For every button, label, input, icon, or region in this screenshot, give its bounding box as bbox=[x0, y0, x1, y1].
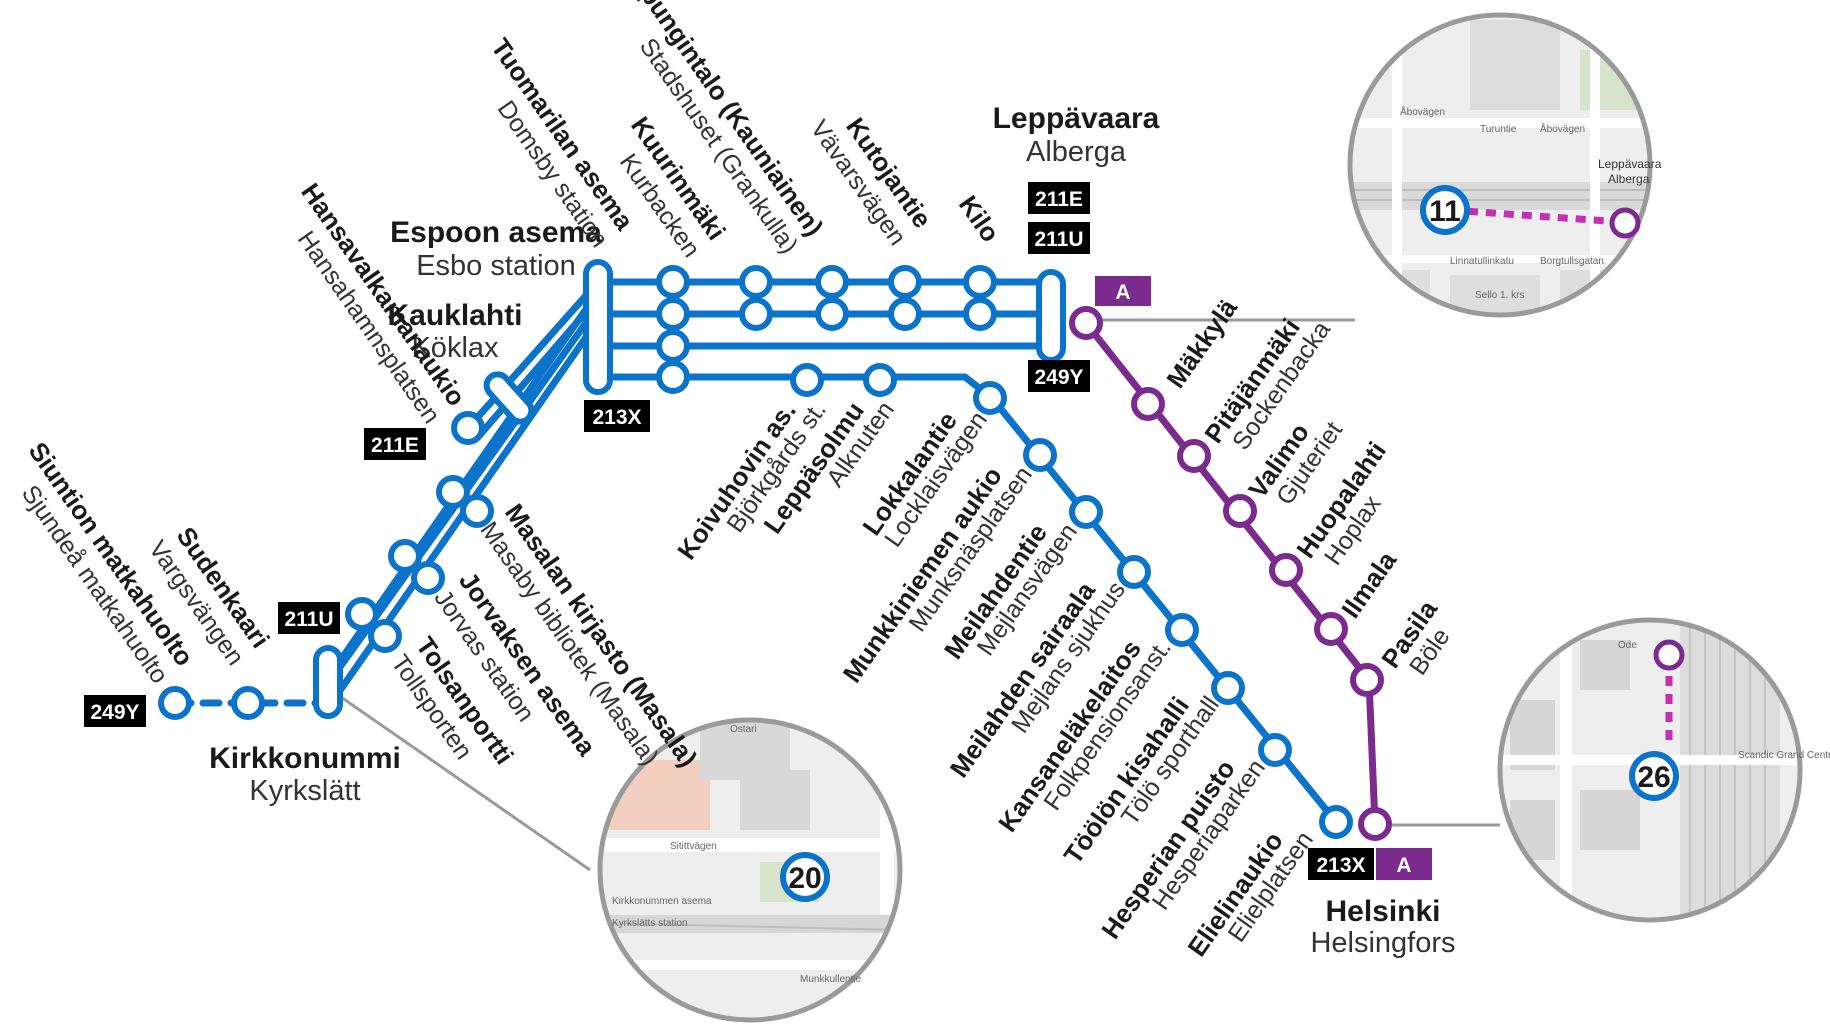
svg-text:213X: 213X bbox=[592, 406, 641, 429]
stop-number: 20 bbox=[788, 862, 821, 895]
train-marker-icon bbox=[1609, 207, 1641, 239]
street-label: Ode bbox=[1618, 640, 1637, 651]
svg-text:211U: 211U bbox=[1034, 228, 1083, 251]
stop-number: 26 bbox=[1637, 761, 1670, 794]
stop-label: Pasila Böle bbox=[1375, 594, 1455, 680]
street-label: Borgtullsgatan bbox=[1540, 256, 1604, 267]
bus-stops bbox=[158, 265, 1353, 839]
inset-place-label: Alberga bbox=[1608, 172, 1650, 186]
svg-text:211E: 211E bbox=[371, 434, 419, 457]
train-tag-helsinki: A bbox=[1376, 848, 1432, 880]
route-tag-espoo-213x: 213X bbox=[584, 400, 650, 432]
terminal-leppavaara bbox=[1036, 269, 1066, 363]
inset-place-label: Kirkkonummen asema bbox=[612, 896, 712, 907]
route-tag-leppavaara-211e: 211E bbox=[1028, 182, 1090, 214]
svg-text:249Y: 249Y bbox=[90, 701, 139, 724]
street-label: Åbovägen bbox=[1540, 122, 1585, 135]
street-label: Ostari bbox=[730, 724, 757, 735]
svg-text:249Y: 249Y bbox=[1034, 366, 1083, 389]
svg-text:Masalan kirjasto (Masala): Masalan kirjasto (Masala) bbox=[499, 498, 703, 772]
inset-place-label: Scandic Grand Central Helsinki bbox=[1738, 750, 1830, 761]
stop-marker-icon bbox=[780, 852, 830, 902]
inset-ring bbox=[597, 717, 903, 1023]
terminal-espoo bbox=[583, 259, 613, 395]
street-label: Sitittvägen bbox=[670, 841, 717, 852]
inset-place-label: Kyrkslätts station bbox=[612, 918, 688, 929]
street-label: Turuntie bbox=[1480, 124, 1517, 135]
route-tag-helsinki-213x: 213X bbox=[1308, 848, 1374, 880]
svg-text:213X: 213X bbox=[1316, 854, 1365, 877]
stop-number: 11 bbox=[1429, 195, 1461, 228]
svg-text:Kilo: Kilo bbox=[953, 190, 1006, 247]
inset-place-label: Leppävaara bbox=[1598, 157, 1662, 171]
inset-map-leppavaara: Turuntie Åbovägen Åbovägen Linnatullinka… bbox=[1347, 12, 1662, 318]
svg-text:Mäkkylä: Mäkkylä bbox=[1160, 293, 1243, 394]
stop-label: Mäkkylä bbox=[1160, 293, 1243, 394]
svg-text:Hansavalkamanaukio: Hansavalkamanaukio bbox=[295, 178, 471, 412]
train-line-a bbox=[1069, 306, 1392, 841]
terminal-label-helsinki-sv: Helsingfors bbox=[1310, 927, 1455, 959]
inset-map-helsinki: Ode Scandic Grand Central Helsinki 26 bbox=[1497, 617, 1830, 923]
train-tag-leppavaara: A bbox=[1095, 276, 1151, 306]
svg-text:A: A bbox=[1115, 281, 1130, 304]
stop-label: Kilo bbox=[953, 190, 1006, 247]
stop-marker-icon bbox=[1629, 751, 1679, 801]
svg-text:211U: 211U bbox=[284, 608, 333, 631]
street-label: Munkkullentie bbox=[800, 974, 862, 985]
street-label: Åbovägen bbox=[1400, 105, 1445, 118]
svg-text:211E: 211E bbox=[1035, 188, 1083, 211]
stop-marker-icon bbox=[1420, 185, 1470, 235]
route-tag-kirkkonummi-211u: 211U bbox=[278, 602, 340, 634]
train-marker-icon bbox=[1653, 639, 1685, 671]
terminal-label-helsinki: Helsinki bbox=[1325, 895, 1440, 928]
inset-ring bbox=[1347, 12, 1653, 318]
terminal-kirkkonummi bbox=[313, 645, 343, 719]
terminal-label-leppavaara: Leppävaara bbox=[993, 102, 1160, 135]
street-label: Sello 1. krs bbox=[1475, 290, 1524, 301]
terminal-label-kauklahti-sv: Köklax bbox=[411, 332, 499, 364]
inset-ring bbox=[1497, 617, 1803, 923]
street-label: Linnatullinkatu bbox=[1450, 256, 1514, 267]
route-tag-siuntio-249y: 249Y bbox=[84, 695, 146, 727]
svg-text:A: A bbox=[1396, 854, 1411, 877]
inset-connector-20 bbox=[337, 693, 591, 872]
route-tag-leppavaara-211u: 211U bbox=[1028, 222, 1090, 254]
inset-map-kirkkonummi: Ostari Sitittvägen Munkkullentie Kirkkon… bbox=[597, 717, 903, 1023]
terminal-label-leppavaara-sv: Alberga bbox=[1026, 136, 1127, 168]
route-tag-kauklahti-211e: 211E bbox=[364, 428, 426, 460]
terminal-label-kirkkonummi-sv: Kyrkslätt bbox=[249, 775, 360, 807]
route-tag-leppavaara-249y: 249Y bbox=[1028, 360, 1090, 392]
terminal-label-espoo-sv: Esbo station bbox=[416, 250, 576, 282]
terminal-kauklahti bbox=[483, 371, 535, 425]
terminal-label-kauklahti: Kauklahti bbox=[387, 299, 522, 332]
terminal-label-espoo: Espoon asema bbox=[390, 216, 602, 249]
terminal-label-kirkkonummi: Kirkkonummi bbox=[209, 742, 401, 775]
